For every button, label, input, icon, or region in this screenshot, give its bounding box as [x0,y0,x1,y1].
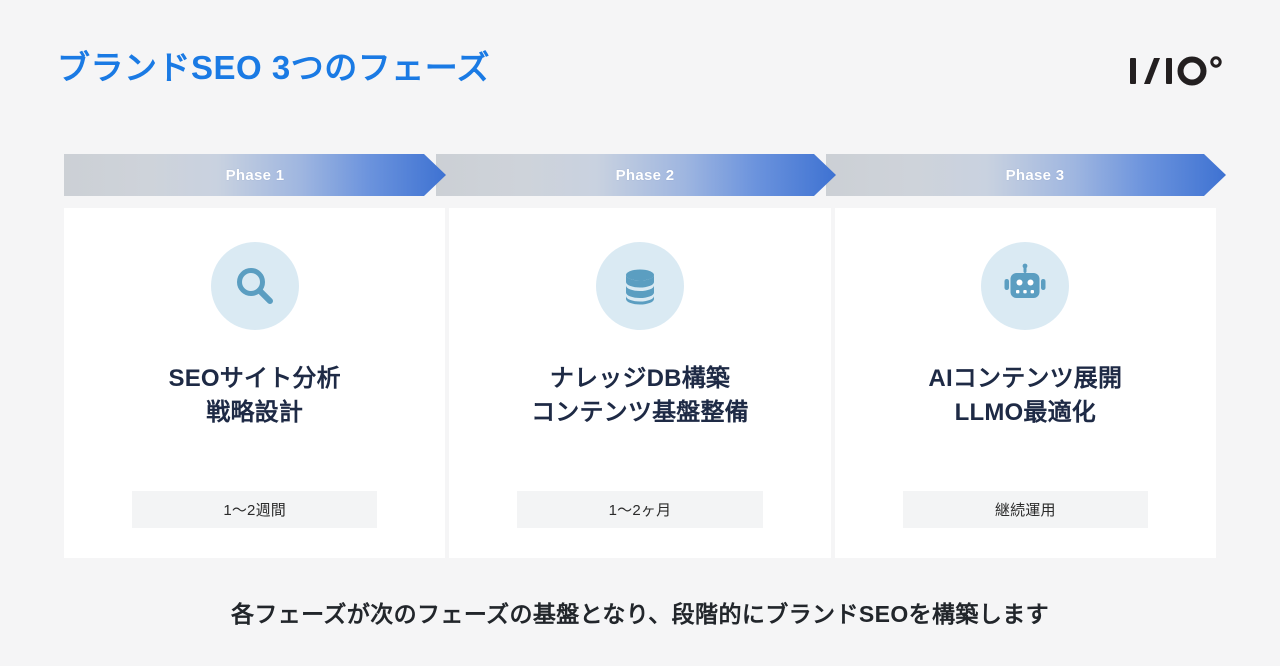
phase-card-2[interactable]: ナレッジDB構築 コンテンツ基盤整備 1〜2ヶ月 [449,208,831,558]
phase-duration-badge: 継続運用 [902,491,1148,528]
phase-banner-row: Phase 1 Phase 2 Phase 3 [64,154,1216,196]
footer-note: 各フェーズが次のフェーズの基盤となり、段階的にブランドSEOを構築します [230,601,1050,627]
phase-card-title: ナレッジDB構築 コンテンツ基盤整備 [531,365,749,427]
phase-cards-row: SEOサイト分析 戦略設計 1〜2週間 ナレッジDB構築 コンテンツ基盤整備 1… [64,208,1216,558]
phase-icon-container [981,242,1070,330]
phase-duration-badge: 1〜2ヶ月 [517,491,763,528]
page-header: ブランドSEO 3つのフェーズ [0,0,1280,130]
phase-banner-label: Phase 1 [225,166,285,184]
phase-icon-container [210,242,299,330]
search-icon [236,268,273,304]
phase-banner-2[interactable]: Phase 2 [436,154,836,196]
robot-icon [1004,263,1046,298]
brand-logo-icon [1130,56,1222,86]
phase-banner-3[interactable]: Phase 3 [826,154,1226,196]
brand-logo [1128,54,1232,88]
phase-banner-label: Phase 2 [615,166,675,184]
phase-card-title: SEOサイト分析 戦略設計 [168,365,341,427]
phase-banner-1[interactable]: Phase 1 [64,154,446,196]
database-icon [625,269,654,305]
page-title: ブランドSEO 3つのフェーズ [57,49,491,86]
phase-card-3[interactable]: AIコンテンツ展開 LLMO最適化 継続運用 [834,208,1216,558]
phase-duration-badge: 1〜2週間 [132,491,378,528]
phase-card-title: AIコンテンツ展開 LLMO最適化 [928,365,1123,427]
phase-icon-container [595,242,684,330]
phase-card-1[interactable]: SEOサイト分析 戦略設計 1〜2週間 [64,208,446,558]
phase-banner-label: Phase 3 [1005,166,1065,184]
